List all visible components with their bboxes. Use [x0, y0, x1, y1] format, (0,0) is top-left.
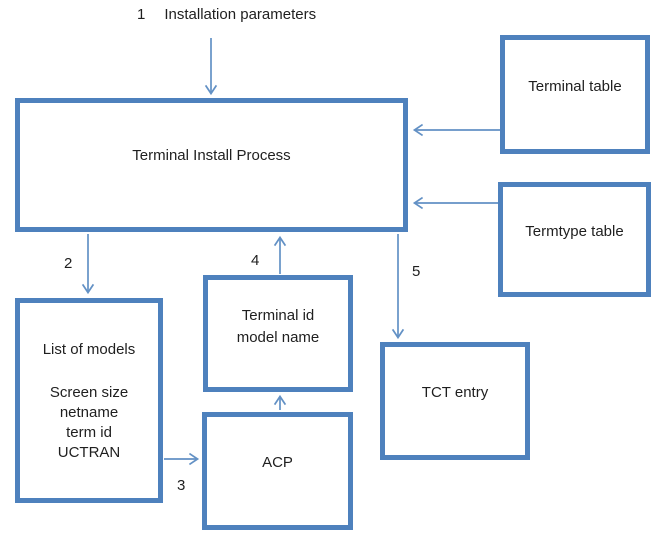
node-acp-label: ACP — [262, 454, 293, 471]
node-termtype-table-label: Termtype table — [525, 222, 624, 240]
step1-caption: 1 Installation parameters — [137, 6, 316, 23]
node-list-of-models: List of models Screen size netname term … — [15, 298, 163, 503]
step4-label: 4 — [251, 252, 260, 269]
list-of-models-title: List of models — [42, 340, 136, 358]
node-terminal-install-process-label: Terminal Install Process — [132, 147, 291, 164]
list-of-models-detail: term id — [66, 423, 112, 441]
node-tct-entry: TCT entry — [380, 342, 530, 460]
model-name-line: model name — [236, 329, 320, 346]
step1-label: Installation parameters — [164, 6, 317, 23]
node-terminal-install-process: Terminal Install Process — [15, 98, 408, 232]
terminal-id-line: Terminal id — [241, 307, 315, 324]
list-of-models-detail: Screen size — [49, 383, 129, 401]
step2-label: 2 — [64, 255, 73, 272]
step3-label: 3 — [177, 477, 186, 494]
node-termtype-table: Termtype table — [498, 182, 651, 297]
node-tct-entry-label: TCT entry — [421, 384, 489, 401]
node-terminal-table: Terminal table — [500, 35, 650, 154]
list-of-models-detail: UCTRAN — [57, 443, 121, 461]
step1-number: 1 — [137, 6, 146, 23]
step5-label: 5 — [412, 263, 421, 280]
node-terminal-id-model-name: Terminal id model name — [203, 275, 353, 392]
node-terminal-table-label: Terminal table — [528, 77, 622, 95]
list-of-models-detail: netname — [59, 403, 119, 421]
node-acp: ACP — [202, 412, 353, 530]
